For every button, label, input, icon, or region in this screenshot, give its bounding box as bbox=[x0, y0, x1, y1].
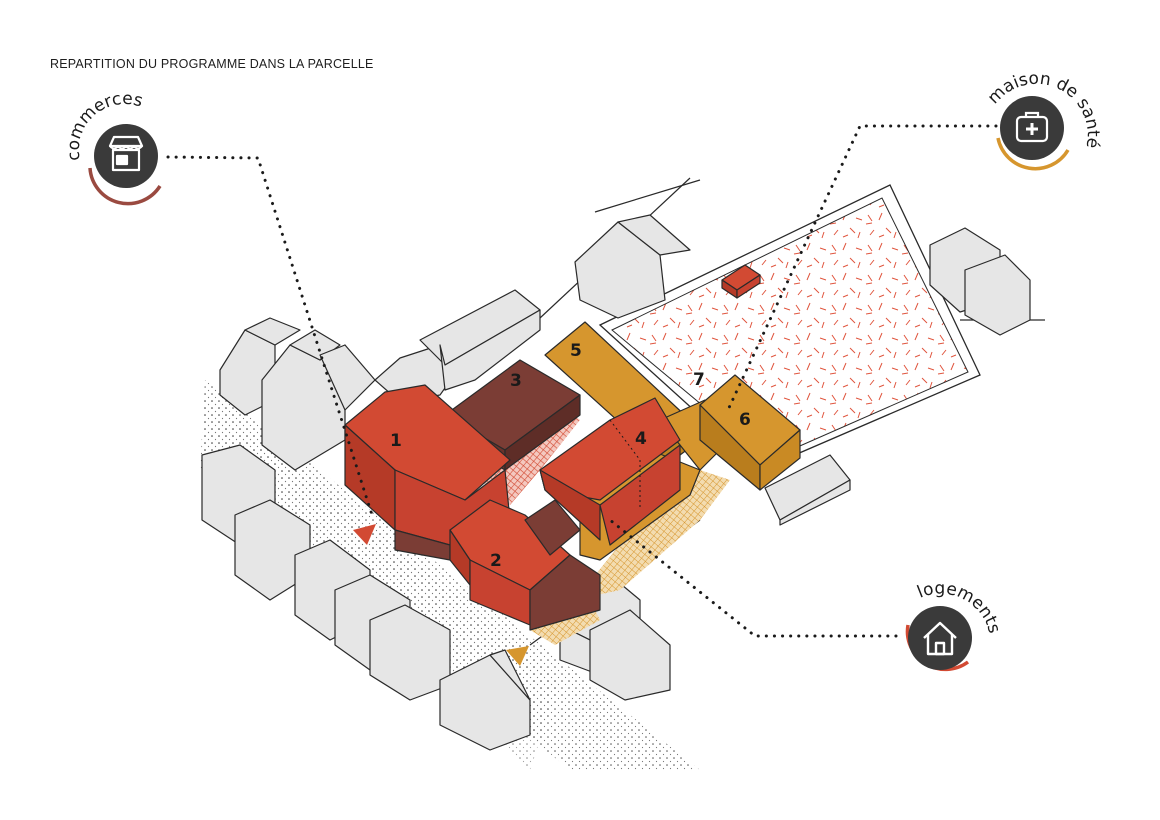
garden-shed bbox=[721, 264, 761, 299]
building-number-7: 7 bbox=[693, 370, 705, 390]
building-2 bbox=[449, 499, 601, 631]
building-number-5: 5 bbox=[570, 341, 582, 361]
medical-kit-icon bbox=[1015, 111, 1049, 143]
shop-icon bbox=[108, 135, 144, 172]
page-title: REPARTITION DU PROGRAMME DANS LA PARCELL… bbox=[50, 57, 374, 71]
building-number-3: 3 bbox=[510, 371, 522, 391]
building-4 bbox=[539, 397, 681, 546]
building-number-6: 6 bbox=[739, 410, 751, 430]
building-number-4: 4 bbox=[635, 429, 647, 449]
callout-commerces: commerces bbox=[64, 89, 162, 206]
entrance-arrow-ochre bbox=[506, 646, 529, 666]
leader-lines bbox=[166, 124, 998, 638]
building-number-1: 1 bbox=[390, 431, 402, 451]
callout-maison-de-sante: maison de santé bbox=[984, 69, 1103, 171]
building-number-2: 2 bbox=[490, 551, 502, 571]
house-icon bbox=[923, 621, 957, 656]
building-numbers: 1 2 3 4 5 6 7 bbox=[390, 341, 751, 571]
callout-logements: logements bbox=[905, 579, 1004, 672]
entrance-arrow-red bbox=[353, 524, 376, 545]
context-buildings bbox=[201, 214, 1031, 751]
